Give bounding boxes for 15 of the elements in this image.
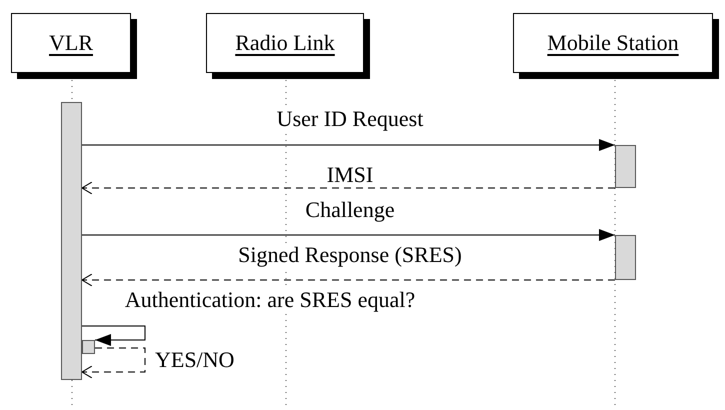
message-arrow <box>82 348 146 378</box>
activation-bar <box>61 102 82 380</box>
edge-label: User ID Request <box>274 107 426 131</box>
message-arrow <box>82 182 616 194</box>
participant-name: Mobile Station <box>547 30 679 56</box>
message-arrow <box>82 326 146 346</box>
message-arrow <box>82 274 616 286</box>
message-arrow <box>82 229 616 241</box>
edge-label: Authentication: are SRES equal? <box>122 288 418 312</box>
participant-name: Radio Link <box>235 30 335 56</box>
message-arrow <box>82 139 616 151</box>
participant-name: VLR <box>49 30 93 56</box>
activation-bar <box>615 145 636 188</box>
activation-bar <box>82 340 95 354</box>
activation-bar <box>615 235 636 280</box>
